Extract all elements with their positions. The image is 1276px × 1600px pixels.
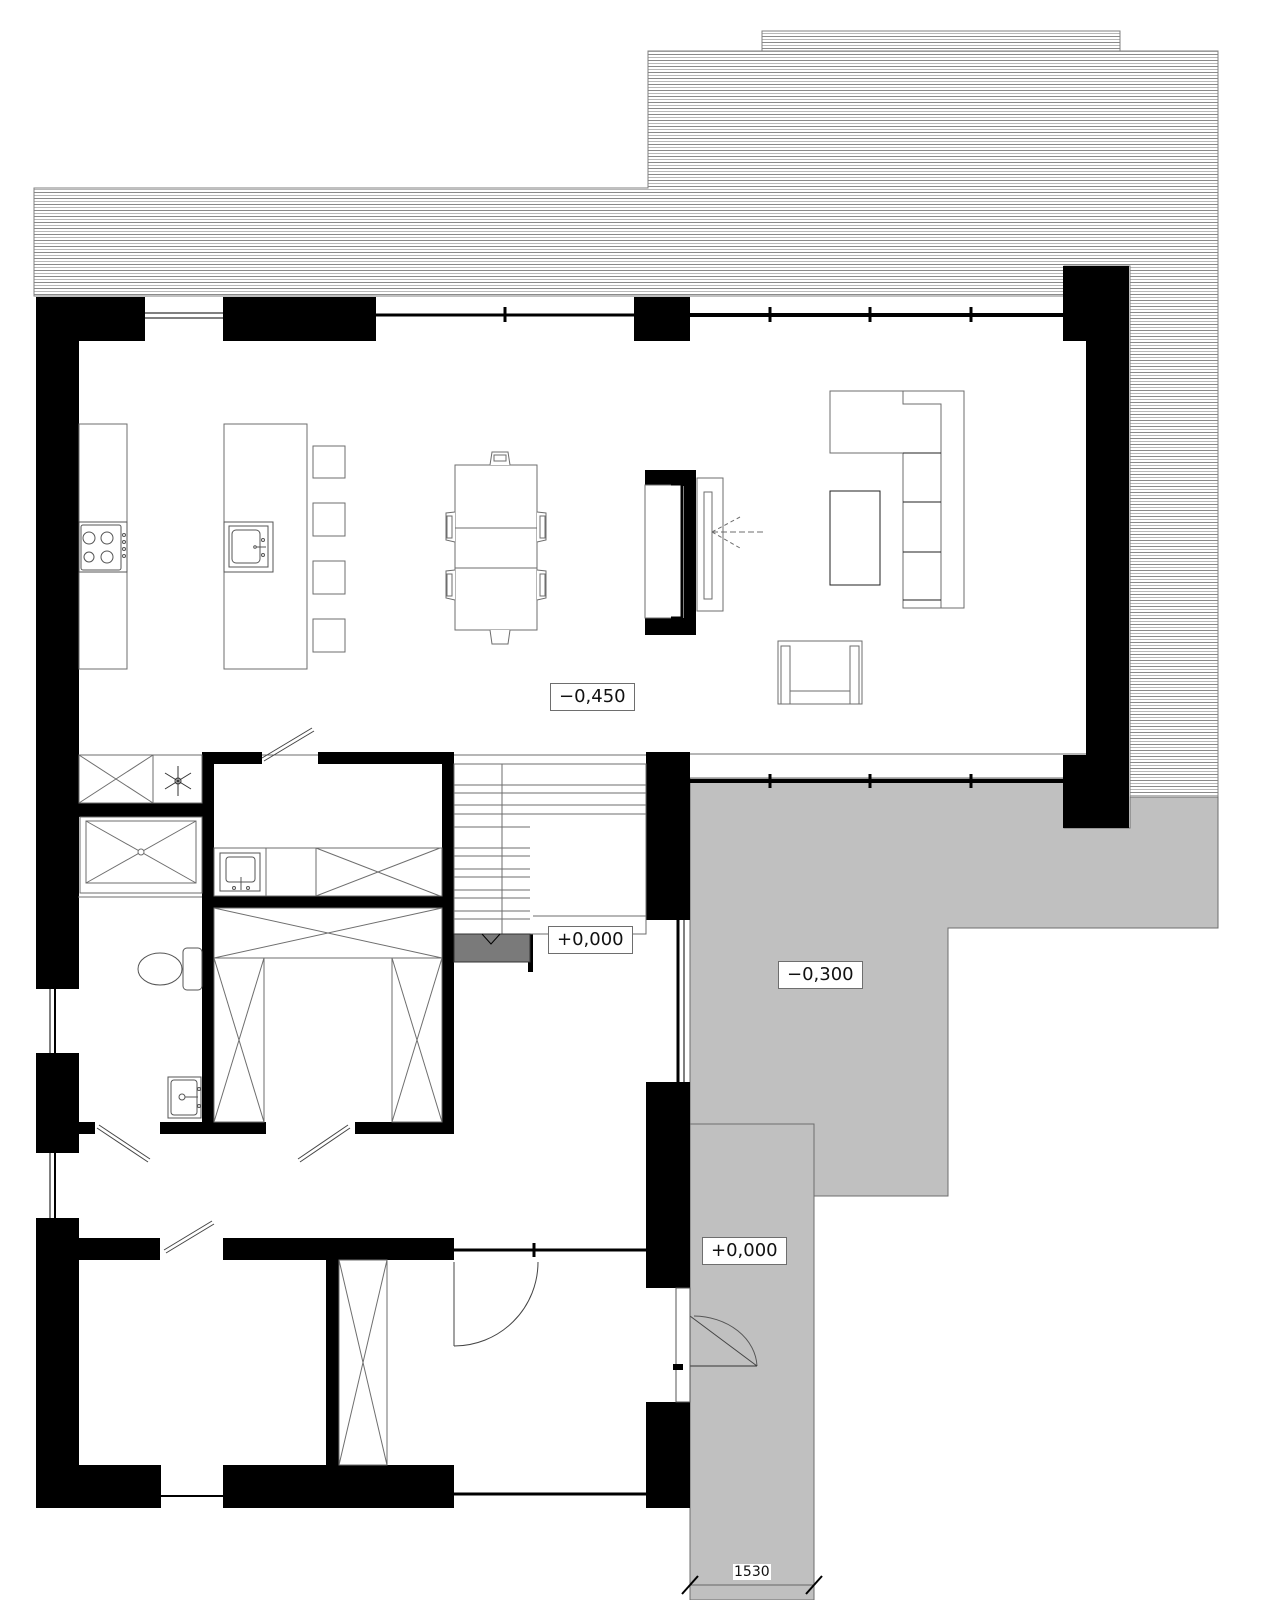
bar-stool <box>312 560 346 595</box>
wardrobe-closet <box>213 907 443 1123</box>
laundry-counter <box>213 847 443 897</box>
dimension-label: 1530 <box>733 1564 771 1580</box>
bar-stool <box>312 445 346 479</box>
laundry-sink-icon <box>219 852 261 892</box>
armchair <box>777 640 863 705</box>
toilet-icon <box>137 947 203 991</box>
freezer-cabinet <box>78 754 203 804</box>
level-label-entrance: +0,000 <box>702 1237 787 1265</box>
cooktop <box>78 521 128 573</box>
shower <box>78 816 203 898</box>
sofa-l-shaped <box>829 390 965 609</box>
dining-table <box>454 464 538 631</box>
island-sink-icon <box>223 521 274 573</box>
doors <box>96 727 758 1403</box>
bar-stool <box>312 618 346 653</box>
interior-walls <box>78 752 533 1465</box>
coffee-table <box>829 490 881 586</box>
exterior-walls <box>36 266 1129 1508</box>
fireplace <box>644 470 696 635</box>
washbasin-icon <box>167 1076 202 1119</box>
level-label-terrace: −0,300 <box>778 961 863 989</box>
level-label-hall: +0,000 <box>548 926 633 954</box>
snowflake-icon <box>164 766 192 796</box>
level-label-living: −0,450 <box>550 683 635 711</box>
staircase <box>453 763 647 963</box>
dimension-line <box>681 1575 823 1595</box>
bar-stool <box>312 502 346 537</box>
bar-stools <box>312 445 346 653</box>
tv-stand <box>696 477 765 612</box>
bedroom-closet <box>338 1259 388 1466</box>
dining-chairs <box>445 451 547 645</box>
windows <box>49 307 1063 1497</box>
kitchen-counter <box>78 423 128 670</box>
dining-chair <box>489 629 511 645</box>
